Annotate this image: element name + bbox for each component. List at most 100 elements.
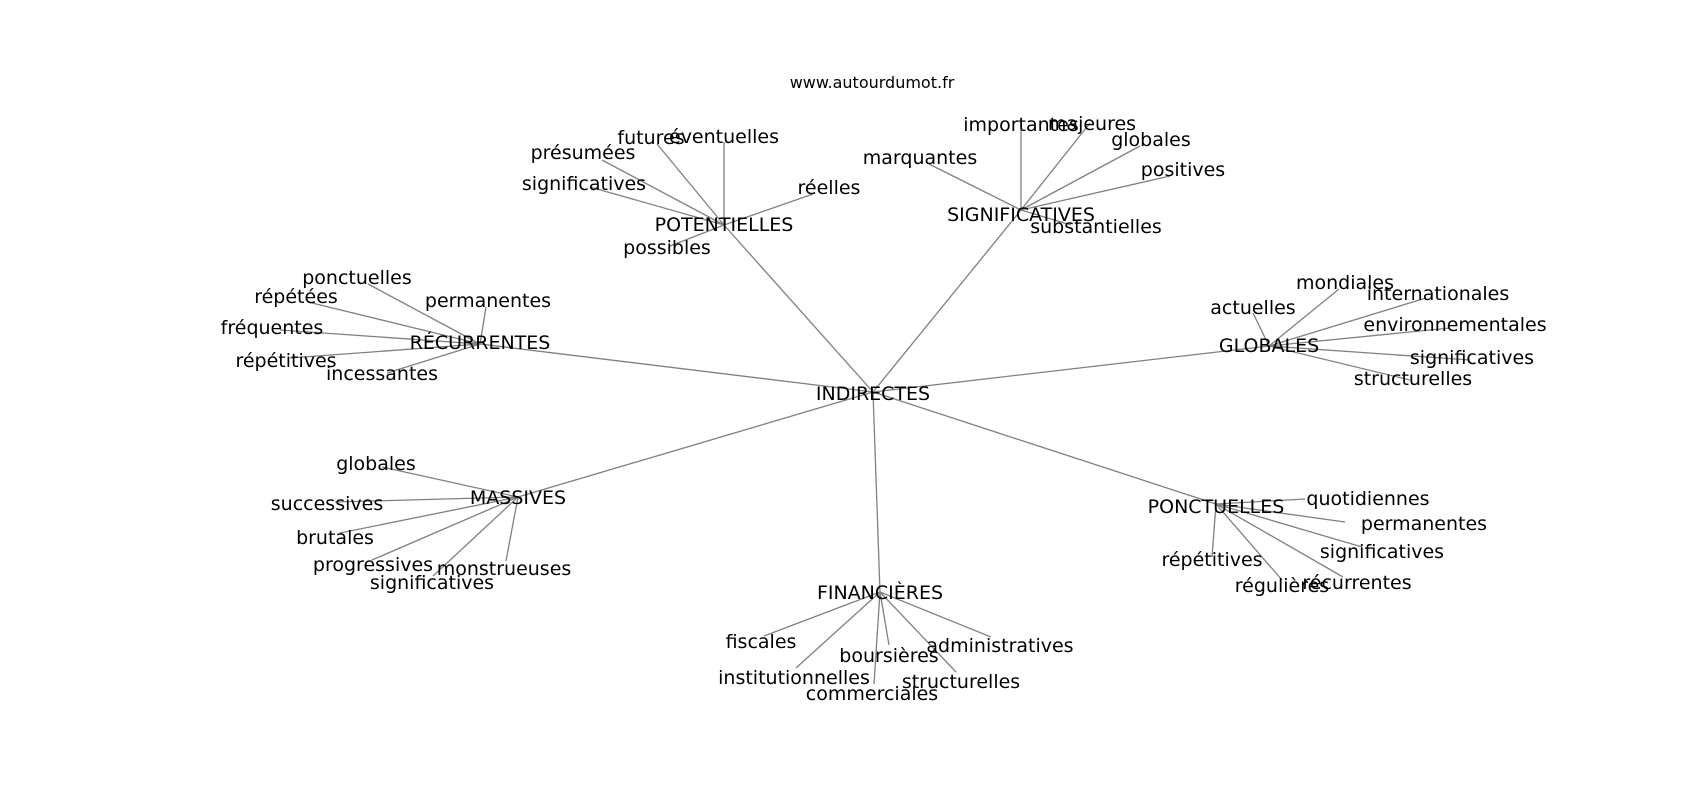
edge-center-to-hub [872, 345, 1270, 393]
leaf-node: institutionnelles [718, 667, 870, 689]
edge-hub-to-leaf [601, 159, 725, 226]
hub-node: MASSIVES [470, 487, 566, 509]
edge-hub-to-leaf [928, 163, 1022, 211]
edge-layer [279, 119, 1471, 685]
edge-hub-to-leaf [1215, 503, 1346, 523]
edge-hub-to-leaf [289, 343, 481, 359]
leaf-node: positives [1141, 159, 1225, 181]
edge-hub-to-leaf [1252, 312, 1270, 347]
leaf-node: monstrueuses [437, 558, 572, 580]
hub-node: POTENTIELLES [655, 214, 794, 236]
edge-center-to-hub [872, 209, 1022, 393]
edge-hub-to-leaf [795, 591, 881, 669]
leaf-node: mondiales [1296, 272, 1394, 294]
leaf-node: marquantes [863, 147, 977, 169]
hub-node: FINANCIÈRES [817, 581, 943, 604]
leaf-node: réelles [798, 177, 861, 199]
edge-hub-to-leaf [879, 591, 957, 673]
edge-hub-to-leaf [371, 496, 519, 561]
leaf-node: récurrentes [1302, 572, 1411, 594]
hub-node: RÉCURRENTES [410, 331, 551, 354]
leaf-node: internationales [1367, 283, 1510, 305]
leaf-node: brutales [296, 527, 374, 549]
edge-hub-to-leaf [1268, 327, 1451, 347]
leaf-node: répétées [254, 286, 338, 308]
edge-hub-to-leaf [1211, 503, 1217, 558]
edge-center-to-hub [872, 391, 1217, 505]
edge-hub-to-leaf [1215, 503, 1283, 581]
edge-hub-to-leaf [1268, 297, 1427, 347]
leaf-node: majeures [1048, 113, 1136, 135]
edge-center-to-hub [872, 391, 881, 593]
leaf-node: ponctuelles [302, 267, 412, 289]
label-layer: INDIRECTES POTENTIELLES futureséventuelles… [221, 113, 1547, 705]
edge-hub-to-leaf [879, 591, 992, 638]
edge-hub-to-leaf [589, 186, 725, 226]
leaf-node: significatives [1320, 541, 1444, 563]
edge-center-to-hub [723, 224, 874, 393]
edge-hub-to-leaf [334, 496, 519, 503]
edge-hub-to-leaf [367, 283, 481, 345]
leaf-node: importantes [963, 114, 1078, 136]
leaf-node: successives [271, 493, 383, 515]
leaf-node: fréquentes [221, 317, 324, 339]
edge-hub-to-leaf [381, 466, 519, 498]
edge-hub-to-leaf [723, 193, 814, 226]
edge-hub-to-leaf [479, 306, 487, 345]
edge-hub-to-leaf [279, 329, 481, 345]
source-label: www.autourdumot.fr [790, 73, 955, 92]
leaf-node: globales [1111, 129, 1191, 151]
leaf-node: permanentes [425, 290, 551, 312]
edge-hub-to-leaf [339, 496, 519, 534]
leaf-node: futures [617, 127, 684, 149]
edge-hub-to-leaf [1215, 503, 1344, 578]
edge-center-to-hub [517, 391, 874, 498]
edge-hub-to-leaf [386, 343, 481, 374]
leaf-node: commerciales [806, 683, 938, 705]
hub-node: SIGNIFICATIVES [947, 204, 1095, 226]
leaf-node: éventuelles [669, 126, 779, 148]
leaf-node: répétitives [235, 350, 336, 372]
leaf-node: structurelles [902, 671, 1020, 693]
edge-hub-to-leaf [1268, 345, 1411, 381]
edge-hub-to-leaf [1215, 503, 1363, 548]
leaf-node: incessantes [326, 363, 438, 385]
leaf-node: actuelles [1210, 297, 1295, 319]
leaf-node: significatives [1410, 347, 1534, 369]
edge-hub-to-leaf [1268, 288, 1340, 347]
leaf-node: significatives [522, 173, 646, 195]
leaf-node: progressives [313, 554, 433, 576]
edge-hub-to-leaf [656, 143, 725, 226]
center-node: INDIRECTES [816, 383, 930, 405]
leaf-node: substantielles [1030, 216, 1162, 238]
leaf-node: possibles [623, 237, 711, 259]
edge-hub-to-leaf [669, 224, 725, 247]
leaf-node: quotidiennes [1306, 488, 1429, 510]
edge-hub-to-leaf [1268, 345, 1471, 361]
edge-hub-to-leaf [1020, 175, 1171, 211]
edge-hub-to-leaf [505, 496, 519, 562]
leaf-node: présumées [531, 142, 636, 164]
edge-hub-to-leaf [1215, 498, 1306, 505]
leaf-node: structurelles [1354, 368, 1472, 390]
leaf-node: globales [336, 453, 416, 475]
edge-hub-to-leaf [763, 591, 881, 637]
leaf-node: administratives [926, 635, 1073, 657]
edge-hub-to-leaf [1020, 122, 1091, 211]
leaf-node: régulières [1235, 575, 1329, 597]
edge-hub-to-leaf [873, 591, 881, 685]
edge-hub-to-leaf [1020, 209, 1072, 226]
edge-hub-to-leaf [307, 301, 481, 345]
edge-center-to-hub [479, 343, 874, 393]
leaf-node: permanentes [1361, 513, 1487, 535]
leaf-node: environnementales [1363, 314, 1546, 336]
hub-node: GLOBALES [1219, 335, 1319, 357]
edge-hub-to-leaf [1020, 145, 1141, 211]
leaf-node: répétitives [1161, 549, 1262, 571]
leaf-node: boursières [839, 645, 938, 667]
edge-hub-to-leaf [432, 496, 519, 577]
leaf-node: fiscales [726, 631, 797, 653]
leaf-node: significatives [370, 572, 494, 594]
